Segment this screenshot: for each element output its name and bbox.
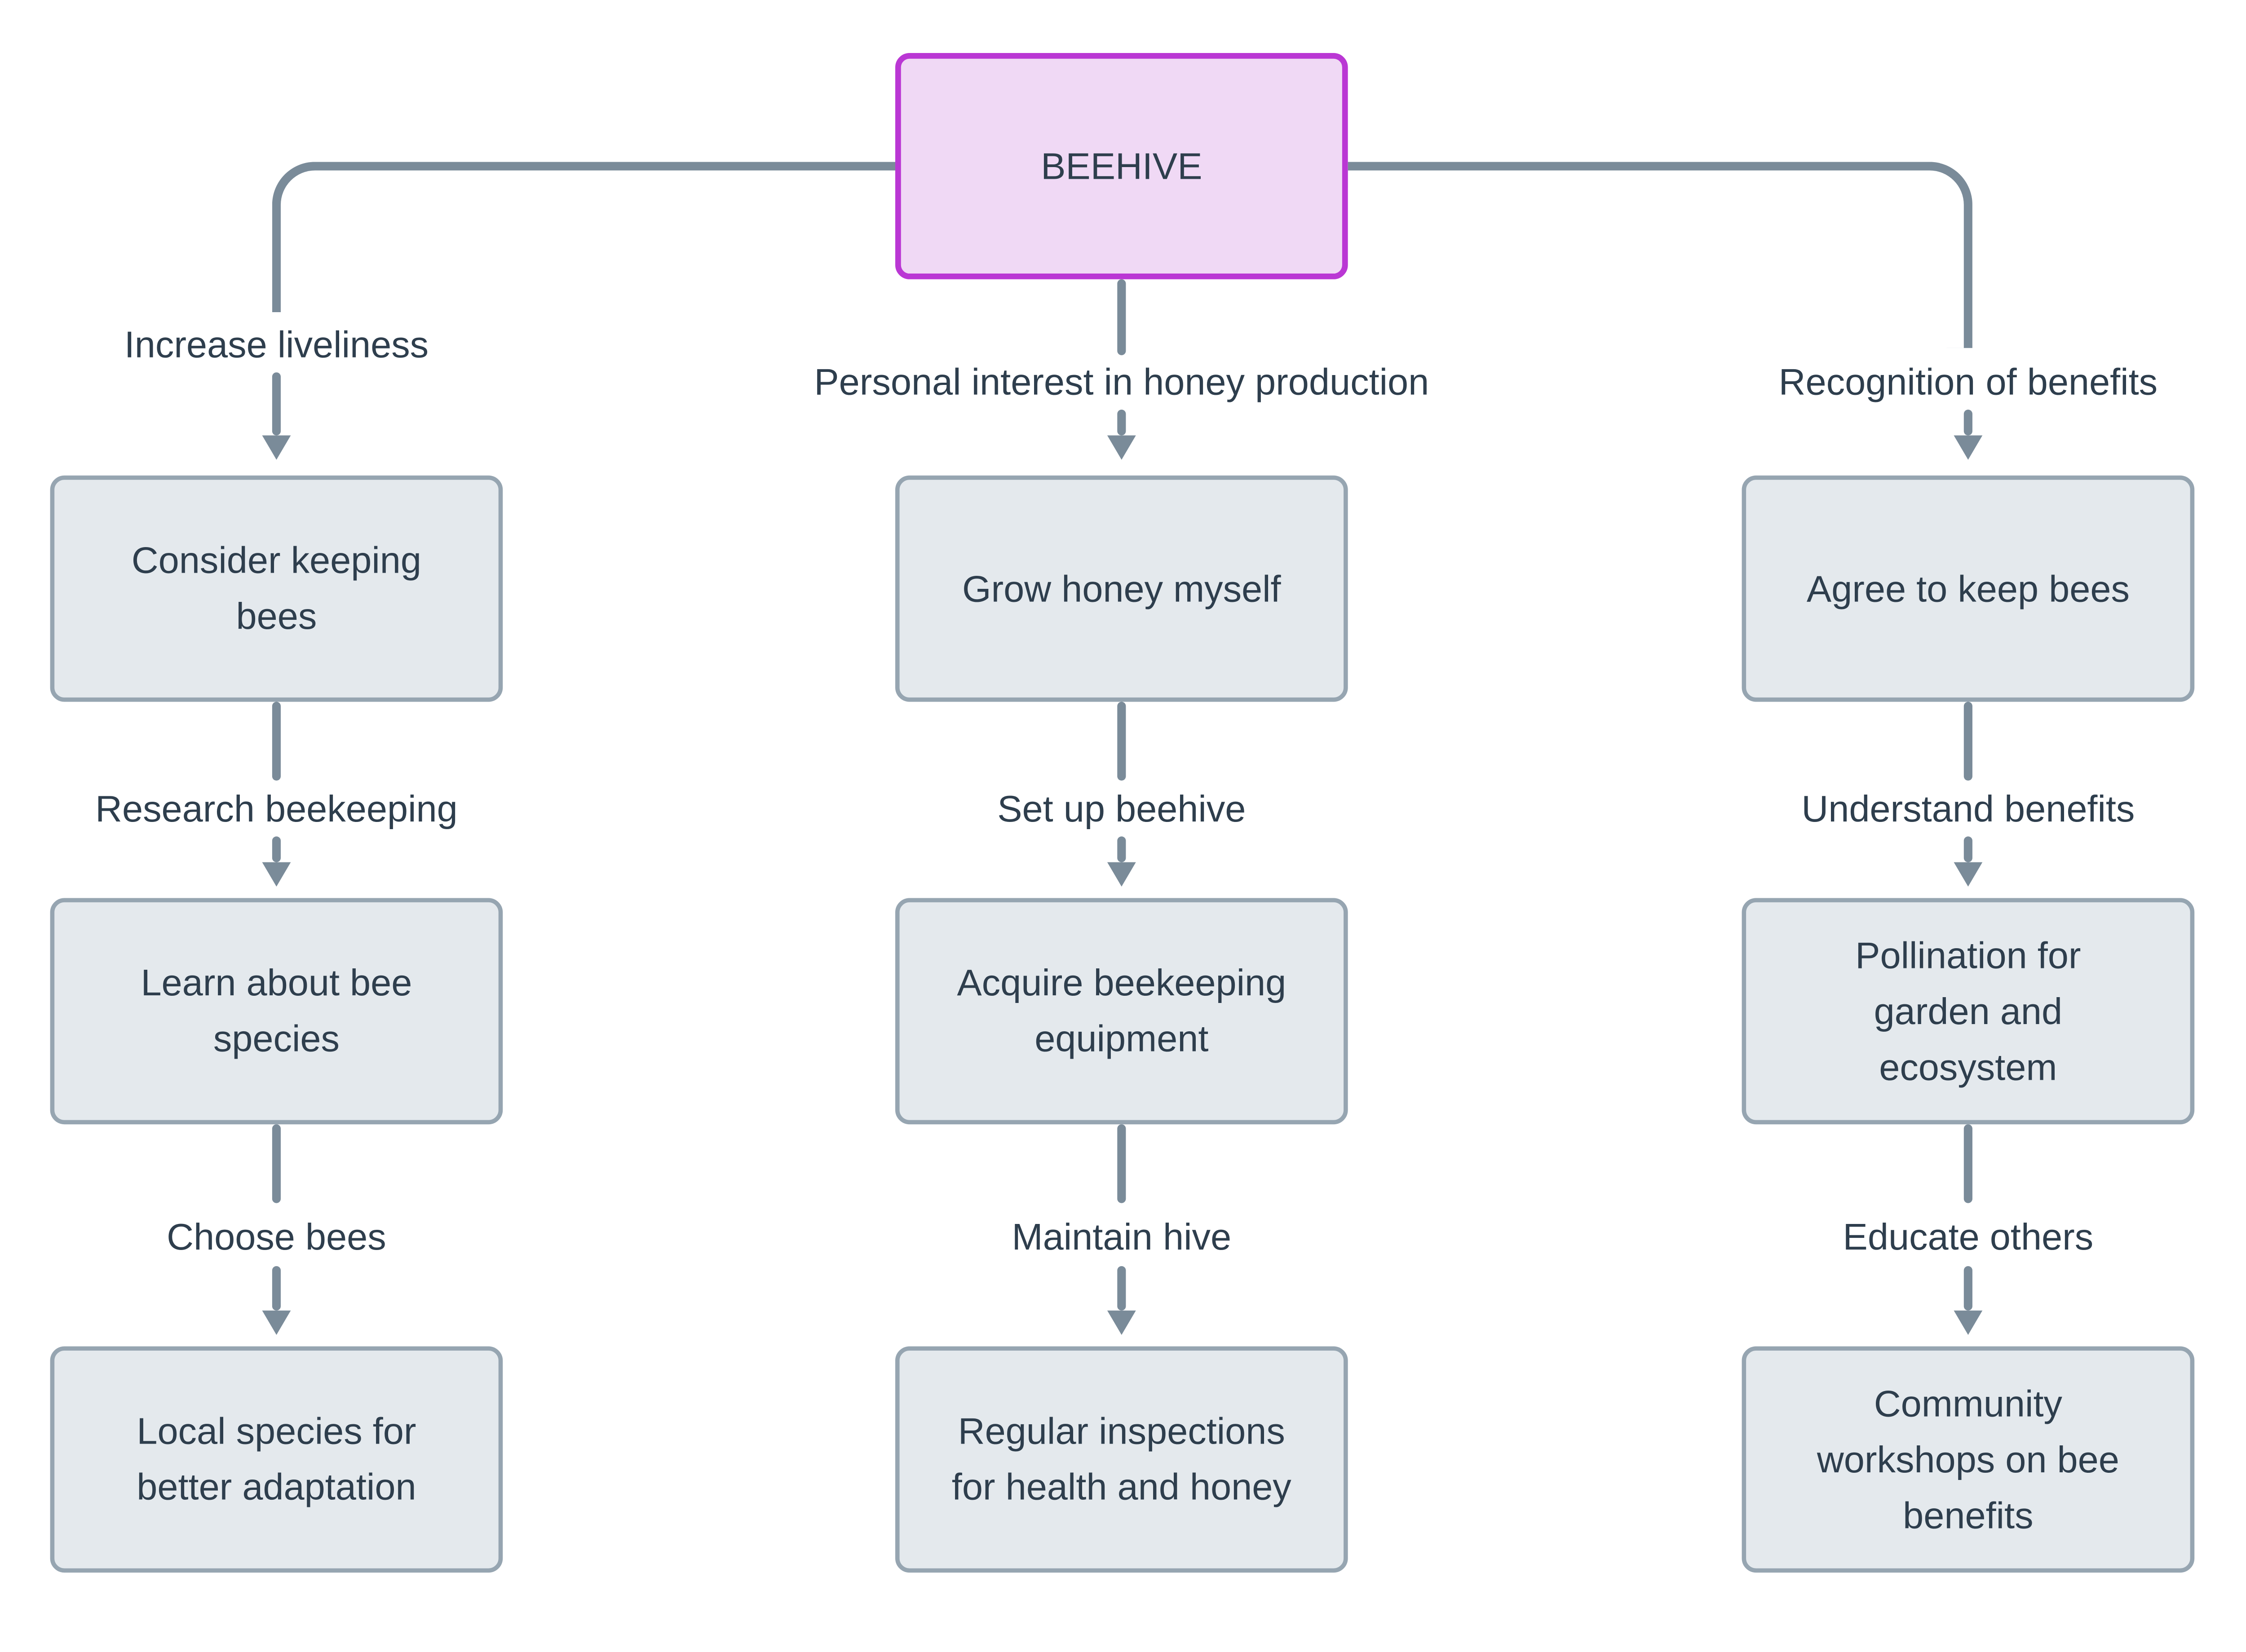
node-local-species: Local species for better adaptation bbox=[50, 1346, 503, 1573]
arrow-line bbox=[1117, 409, 1126, 436]
connector-beehive-to-middle bbox=[1117, 279, 1126, 355]
arrowhead-down-icon bbox=[262, 1310, 291, 1335]
node-label: Agree to keep bees bbox=[1806, 566, 2130, 610]
arrow-line bbox=[272, 1266, 281, 1311]
edge-label-set-up-beehive: Set up beehive bbox=[990, 787, 1253, 832]
node-label: Learn about bee species bbox=[141, 961, 412, 1060]
edge-label-choose-bees: Choose bees bbox=[159, 1215, 393, 1260]
connector-beehive-to-left bbox=[272, 162, 895, 313]
arrow-line bbox=[1963, 836, 1972, 862]
arrow-line bbox=[1117, 1266, 1126, 1311]
node-label: Acquire beekeeping equipment bbox=[957, 961, 1287, 1060]
node-acquire-equipment: Acquire beekeeping equipment bbox=[895, 898, 1348, 1125]
arrowhead-down-icon bbox=[1107, 435, 1136, 460]
connector-beehive-to-right bbox=[1348, 162, 1972, 348]
edge-tail-line bbox=[1117, 702, 1126, 781]
node-beehive: BEEHIVE bbox=[895, 53, 1348, 279]
arrow-line bbox=[1963, 1266, 1972, 1311]
arrowhead-down-icon bbox=[1107, 862, 1136, 887]
node-pollination: Pollination for garden and ecosystem bbox=[1742, 898, 2195, 1125]
arrow-line bbox=[272, 372, 281, 436]
edge-label-research-beekeeping: Research beekeeping bbox=[88, 787, 465, 832]
edge-label-personal-interest: Personal interest in honey production bbox=[807, 360, 1437, 405]
arrowhead-down-icon bbox=[1107, 1310, 1136, 1335]
arrow-line bbox=[1963, 409, 1972, 436]
node-agree-to-keep-bees: Agree to keep bees bbox=[1742, 475, 2195, 702]
node-grow-honey-myself: Grow honey myself bbox=[895, 475, 1348, 702]
edge-tail-line bbox=[272, 1124, 281, 1203]
node-label: Consider keeping bees bbox=[131, 538, 422, 638]
arrow-line bbox=[1117, 836, 1126, 862]
node-community-workshops: Community workshops on bee benefits bbox=[1742, 1346, 2195, 1573]
edge-label-educate-others: Educate others bbox=[1835, 1215, 2101, 1260]
node-label: Local species for better adaptation bbox=[137, 1409, 416, 1508]
arrowhead-down-icon bbox=[1954, 1310, 1983, 1335]
node-regular-inspections: Regular inspections for health and honey bbox=[895, 1346, 1348, 1573]
node-beehive-label: BEEHIVE bbox=[1041, 144, 1203, 187]
edge-tail-line bbox=[1963, 1124, 1972, 1203]
node-learn-about-bee-species: Learn about bee species bbox=[50, 898, 503, 1125]
node-label: Regular inspections for health and honey bbox=[951, 1409, 1291, 1508]
arrowhead-down-icon bbox=[1954, 862, 1983, 887]
edge-label-understand-benefits: Understand benefits bbox=[1794, 787, 2142, 832]
edge-label-increase-liveliness: Increase liveliness bbox=[117, 323, 436, 367]
edge-label-recognition-of-benefits: Recognition of benefits bbox=[1771, 360, 2165, 405]
edge-tail-line bbox=[272, 702, 281, 781]
node-label: Pollination for garden and ecosystem bbox=[1855, 933, 2081, 1088]
node-label: Community workshops on bee benefits bbox=[1817, 1381, 2119, 1536]
edge-tail-line bbox=[1963, 702, 1972, 781]
arrowhead-down-icon bbox=[1954, 435, 1983, 460]
node-label: Grow honey myself bbox=[962, 566, 1281, 610]
edge-label-maintain-hive: Maintain hive bbox=[1004, 1215, 1239, 1260]
edge-tail-line bbox=[1117, 1124, 1126, 1203]
node-consider-keeping-bees: Consider keeping bees bbox=[50, 475, 503, 702]
arrow-line bbox=[272, 836, 281, 862]
arrowhead-down-icon bbox=[262, 862, 291, 887]
flowchart-canvas: BEEHIVE Increase liveliness Consider kee… bbox=[50, 53, 2195, 1573]
arrowhead-down-icon bbox=[262, 435, 291, 460]
